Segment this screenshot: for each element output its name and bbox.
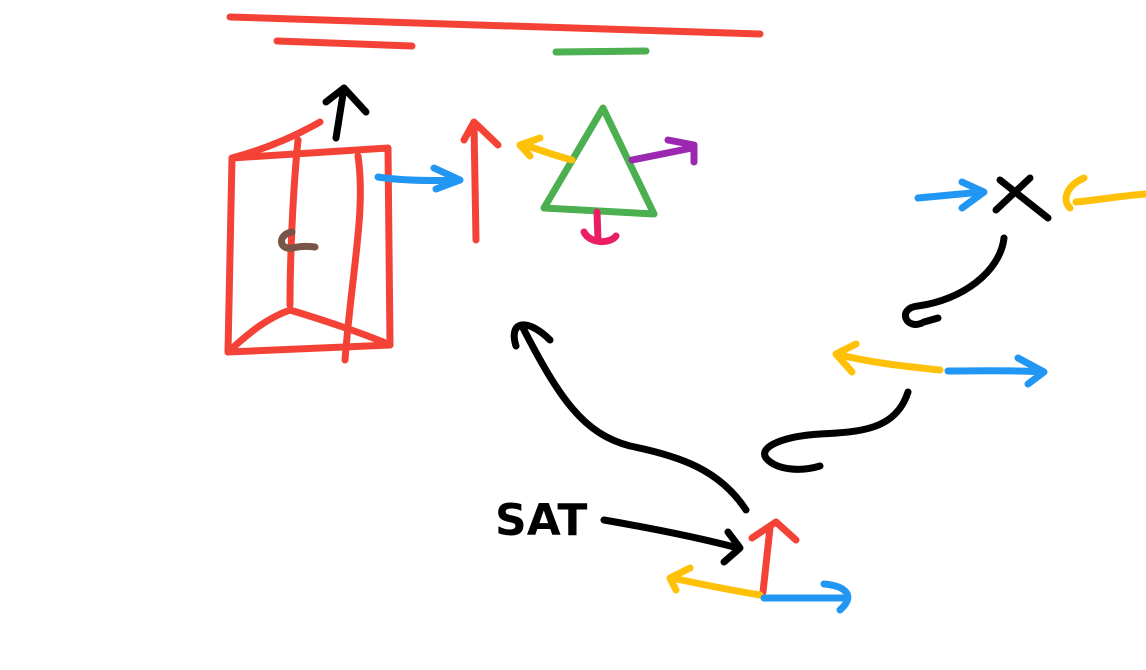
black-curve-from-x: [902, 234, 1008, 328]
black-up-arrow-above-box: [322, 84, 370, 142]
black-arrow-from-sat: [600, 516, 744, 566]
blue-arrow-into-x: [914, 178, 988, 212]
x-mark: [992, 174, 1052, 222]
top-short-green-line: [552, 47, 650, 56]
red-vertical-arrow: [460, 118, 502, 244]
brown-curl-mark: [278, 228, 319, 252]
sat-label: SAT: [495, 495, 587, 546]
purple-arrow-right-from-triangle: [628, 136, 698, 166]
yellow-arrow-left-from-triangle: [516, 134, 576, 164]
black-curve-from-middle-pair: [761, 388, 912, 473]
bottom-red-up-arrow: [748, 518, 800, 596]
middle-yellow-arrow-left: [832, 340, 944, 376]
black-curve-to-top: [510, 321, 750, 514]
red-box-prism: [224, 118, 394, 364]
middle-blue-arrow-right: [944, 354, 1048, 388]
bottom-blue-arrow-right: [760, 580, 852, 614]
pink-arrow-down-from-triangle: [580, 208, 620, 245]
blue-arrow-right-from-box: [374, 164, 464, 193]
bottom-yellow-arrow-left: [666, 564, 764, 599]
yellow-arrow-into-x: [1062, 174, 1146, 212]
top-short-red-line: [273, 37, 416, 50]
top-long-red-line: [226, 13, 764, 38]
